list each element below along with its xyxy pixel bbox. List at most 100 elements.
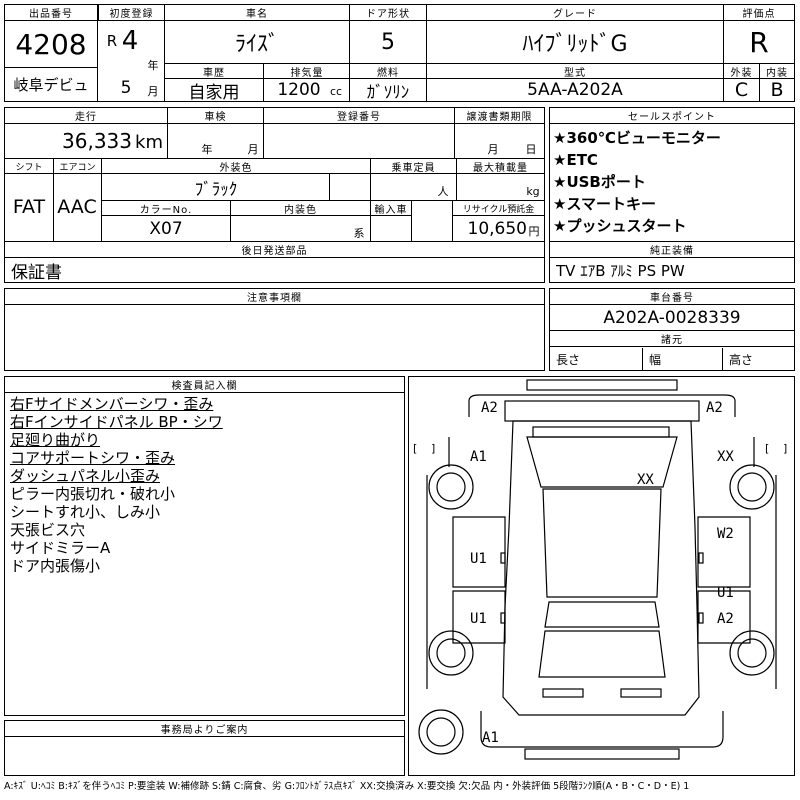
door-rear-left-shape [452, 590, 506, 644]
inspection-year-unit: 年 [201, 143, 213, 156]
car-diagram-block [408, 376, 795, 776]
dim-length-label: 長さ [556, 352, 581, 367]
inspector-label: 検査員記入欄 [5, 377, 404, 393]
lot-number-label: 出品番号 [5, 5, 97, 21]
import-label: 輸入車 [371, 201, 411, 216]
rating-label: 評価点 [724, 5, 794, 21]
front-bumper-shape [526, 379, 678, 391]
inspector-note: 右Fサイドメンバーシワ・歪み [10, 395, 214, 413]
divider [164, 5, 165, 101]
sales-point: ★スマートキー [553, 195, 656, 213]
reg-year-unit: 年 [147, 59, 159, 72]
divider [97, 5, 98, 101]
divider [723, 5, 724, 101]
divider [263, 64, 264, 101]
sales-point: ★プッシュスタート [553, 217, 687, 235]
history-label: 車歴 [165, 64, 263, 79]
transfer-date-label: 譲渡書類期限 [454, 108, 544, 124]
dimensions-label: 諸元 [550, 331, 794, 347]
divider [454, 124, 455, 158]
displacement-unit: cc [329, 84, 343, 98]
windshield [526, 436, 678, 488]
grille-shape [504, 400, 700, 422]
lot-number: 4208 [15, 27, 87, 61]
notes-block [4, 288, 545, 371]
model-name-label: 車名 [165, 5, 349, 21]
svg-text:[: [ [765, 442, 769, 455]
reg-month-unit: 月 [147, 85, 159, 98]
divider [426, 5, 427, 63]
damage-door-rear-left: U1 [470, 611, 487, 627]
sales-points-block [549, 107, 795, 283]
mileage: 36,333 [62, 129, 132, 153]
wheel-rr [729, 630, 775, 676]
spare-wheel [418, 709, 464, 755]
divider [550, 241, 794, 242]
rear-glass [538, 630, 666, 678]
venue-name: 岐阜デビュ [5, 67, 97, 101]
divider [759, 64, 760, 101]
door-rear-right-shape [697, 590, 751, 644]
side-outline [426, 475, 777, 689]
mileage-unit: km [135, 131, 163, 153]
rating: R [749, 25, 769, 59]
notes-label: 注意事項欄 [5, 289, 544, 305]
damage-door-front-left: U1 [470, 551, 487, 567]
inspection-label: 車検 [167, 108, 263, 124]
recycle-fee: 10,650 [467, 219, 527, 239]
exterior-score: C [734, 79, 749, 101]
inspector-note: ダッシュパネル小歪み [10, 467, 161, 485]
divider [349, 64, 350, 101]
inspector-note: 足廻り曲がり [10, 431, 101, 449]
mileage-label: 走行 [5, 108, 167, 124]
inspector-note: コアサポートシワ・歪み [10, 449, 176, 467]
car-diagram: [ ] [ ] [413, 379, 787, 760]
inspector-note: サイドミラーA [10, 539, 111, 557]
divider [263, 124, 264, 158]
body-color: ﾌﾞﾗｯｸ [194, 179, 238, 200]
displacement: 1200 [277, 80, 321, 100]
divider [230, 216, 231, 241]
inspector-note: 右Fインサイドパネル BP・シワ [10, 413, 223, 431]
aircon: AAC [57, 196, 97, 218]
transfer-month-unit: 月 [487, 143, 499, 156]
door-count: 5 [381, 29, 395, 55]
damage-quarter-right-1: U1 [717, 585, 734, 601]
door-front-left-shape [452, 516, 506, 588]
hood-outline [468, 394, 736, 417]
interior-color-unit: 系 [353, 227, 365, 240]
inspector-note: ドア内張傷小 [10, 557, 101, 575]
damage-door-rear-right: W2 [717, 526, 734, 542]
transfer-day-unit: 日 [525, 143, 537, 156]
shift: FAT [12, 196, 46, 218]
registration-number-label: 登録番号 [263, 108, 454, 124]
office-block [4, 720, 405, 776]
divider [411, 201, 412, 241]
wheel-fr [729, 464, 775, 510]
model-code-label: 型式 [427, 64, 723, 79]
body-color-label: 外装色 [102, 159, 370, 174]
history: 自家用 [188, 82, 240, 102]
divider [426, 64, 427, 101]
exterior-score-label: 外装 [724, 64, 759, 79]
damage-front-left: A2 [481, 400, 498, 416]
inspector-note: シートすれ小、しみ小 [10, 503, 161, 521]
capacity-unit: 人 [437, 185, 449, 198]
interior-score: B [770, 79, 784, 101]
later-parts-label: 後日発送部品 [5, 242, 544, 258]
dim-height-label: 高さ [722, 348, 794, 370]
divider [452, 216, 453, 241]
divider [550, 330, 794, 331]
wheel-rl [428, 630, 474, 676]
divider [165, 63, 794, 64]
later-parts: 保証書 [11, 263, 62, 282]
first-registration-label: 初度登録 [98, 5, 164, 21]
sales-point: ★ETC [553, 151, 598, 169]
interior-score-label: 内装 [760, 64, 794, 79]
inspector-note: 天張ビス穴 [10, 521, 86, 539]
recycle-label: リサイクル預託金 [452, 201, 544, 216]
svg-text:[: [ [413, 442, 417, 455]
chassis-number: A202A-0028339 [603, 308, 741, 328]
divider [5, 158, 544, 159]
color-no-label: カラーNo. [102, 201, 230, 216]
